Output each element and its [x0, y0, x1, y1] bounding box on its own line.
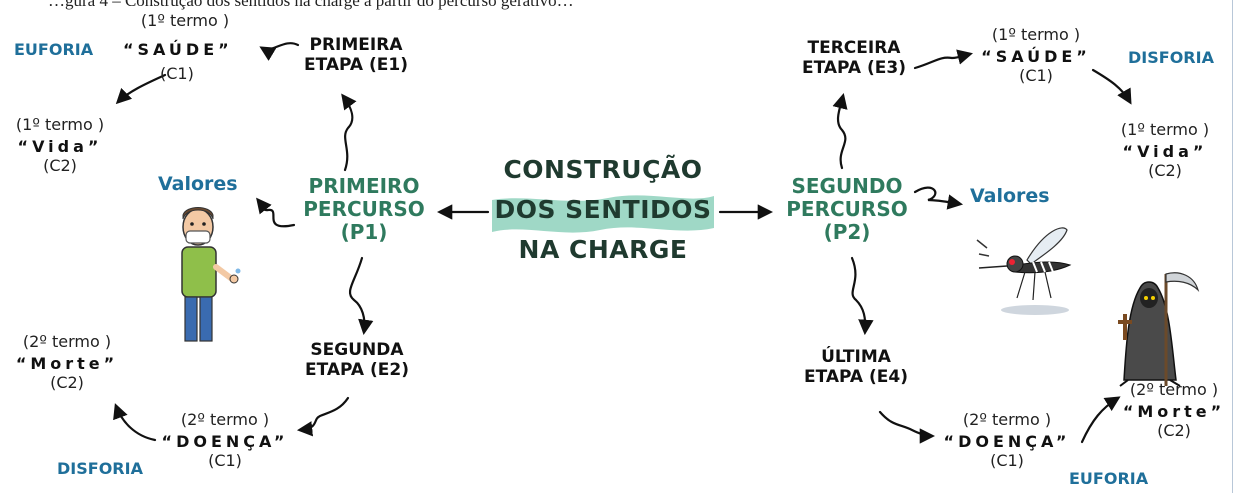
term-saude-left-code: (C1): [160, 64, 194, 83]
term-vida-right-word: “Vida”: [1122, 142, 1208, 162]
route-p2-label: SEGUNDO PERCURSO (P2): [786, 175, 907, 244]
term-vida-left-code: (C2): [43, 156, 77, 176]
route-p1-line-2: PERCURSO: [303, 197, 425, 221]
route-p2-line-2: PERCURSO: [786, 197, 908, 221]
term-morte-left-code: (C2): [50, 373, 84, 393]
arrow-e4-to-doenca: [878, 410, 936, 444]
title-line-2: DOS SENTIDOS: [494, 195, 712, 224]
term-morte-right-tag: (2º termo ): [1129, 380, 1219, 399]
arrow-saude-to-vida-right: [1091, 68, 1132, 105]
term-vida-right: (1º termo ) “Vida” (C2): [1121, 120, 1209, 181]
term-vida-left: (1º termo ) “Vida” (C2): [16, 115, 104, 176]
euforia-label-right: EUFORIA: [1069, 469, 1149, 488]
stage-e1-line-2: ETAPA (E1): [303, 55, 409, 76]
term-vida-right-tag: (1º termo ): [1120, 120, 1210, 139]
term-morte-left-word: “Morte”: [15, 354, 119, 374]
disforia-label-right: DISFORIA: [1128, 48, 1214, 67]
title-line-1: CONSTRUÇÃO: [503, 155, 703, 184]
values-label-right: Valores: [970, 185, 1050, 207]
term-saude-right-word: “SAÚDE”: [981, 47, 1091, 67]
route-p1-line-1: PRIMEIRO: [308, 174, 420, 198]
masked-man-icon: [181, 207, 241, 342]
term-vida-left-word: “Vida”: [17, 137, 103, 157]
term-doenca-left-code: (C1): [208, 451, 242, 471]
term-morte-right-code: (C2): [1157, 421, 1191, 441]
term-saude-right-tag: (1º termo ): [991, 25, 1081, 44]
arrow-p1-to-e1: [341, 93, 357, 172]
route-p2-line-1: SEGUNDO: [791, 174, 903, 198]
term-doenca-left-word: “DOENÇA”: [161, 432, 289, 452]
arrow-p1-to-values-left: [256, 197, 296, 228]
arrow-doenca-to-morte-right: [1080, 396, 1121, 444]
arrow-p2-to-e3: [832, 93, 848, 170]
arrow-p2-to-values-right: [913, 186, 964, 210]
term-saude-left: (1º termo ): [141, 11, 229, 30]
arrow-p1-to-e2: [348, 256, 374, 336]
mosquito-icon: [976, 227, 1072, 315]
term-vida-right-code: (C2): [1148, 161, 1182, 181]
term-doenca-right-tag: (2º termo ): [962, 410, 1052, 429]
central-title: CONSTRUÇÃO DOS SENTIDOS NA CHARGE: [488, 150, 718, 280]
arrow-doenca-to-morte: [113, 403, 157, 442]
term-saude-left-tag: (1º termo ): [140, 11, 230, 30]
stage-e1: PRIMEIRA ETAPA (E1): [304, 35, 408, 76]
stage-e2: SEGUNDA ETAPA (E2): [305, 340, 409, 381]
stage-e3: TERCEIRA ETAPA (E3): [802, 38, 906, 79]
title-line-3: NA CHARGE: [518, 235, 688, 264]
stage-e1-line-1: PRIMEIRA: [309, 35, 403, 55]
term-morte-left-tag: (2º termo ): [22, 332, 112, 351]
term-morte-right-word: “Morte”: [1122, 402, 1226, 422]
frame-border: [1232, 0, 1233, 493]
title-highlight-shape: [492, 195, 714, 233]
stage-e2-line-1: SEGUNDA: [310, 340, 404, 360]
term-doenca-left: (2º termo ) “DOENÇA” (C1): [162, 410, 289, 471]
term-vida-left-tag: (1º termo ): [15, 115, 105, 134]
stage-e3-line-2: ETAPA (E3): [801, 58, 907, 79]
term-doenca-right-word: “DOENÇA”: [943, 432, 1071, 452]
route-p1-label: PRIMEIRO PERCURSO (P1): [303, 175, 424, 244]
stage-e3-line-1: TERCEIRA: [807, 38, 901, 58]
route-p2-line-3: (P2): [823, 220, 871, 244]
arrow-p2-to-e4: [850, 256, 874, 336]
term-saude-left-word: “SAÚDE”: [123, 40, 233, 59]
stage-e4-line-1: ÚLTIMA: [821, 347, 891, 367]
term-saude-right-code: (C1): [1019, 66, 1053, 86]
term-morte-right: (2º termo ) “Morte” (C2): [1123, 380, 1225, 441]
term-saude-right: (1º termo ) “SAÚDE” (C1): [981, 25, 1091, 86]
stage-e4-line-2: ETAPA (E4): [803, 367, 909, 388]
values-label-left: Valores: [158, 173, 238, 195]
term-doenca-right: (2º termo ) “DOENÇA” (C1): [944, 410, 1071, 471]
arrow-e2-to-doenca: [296, 396, 350, 437]
figure-caption: …gura 4 – Construção dos sentidos na cha…: [48, 0, 574, 10]
term-doenca-right-code: (C1): [990, 451, 1024, 471]
euforia-label-left: EUFORIA: [14, 40, 94, 59]
arrow-saude-to-vida: [115, 73, 167, 105]
grim-reaper-icon: [1118, 272, 1200, 387]
route-p1-line-3: (P1): [340, 220, 388, 244]
term-morte-left: (2º termo ) “Morte” (C2): [16, 332, 118, 393]
disforia-label-left: DISFORIA: [57, 459, 143, 478]
stage-e2-line-2: ETAPA (E2): [304, 360, 410, 381]
stage-e4: ÚLTIMA ETAPA (E4): [804, 347, 908, 388]
term-doenca-left-tag: (2º termo ): [180, 410, 270, 429]
arrow-e3-to-saude: [913, 49, 973, 70]
arrow-e1-to-saude: [259, 42, 300, 61]
